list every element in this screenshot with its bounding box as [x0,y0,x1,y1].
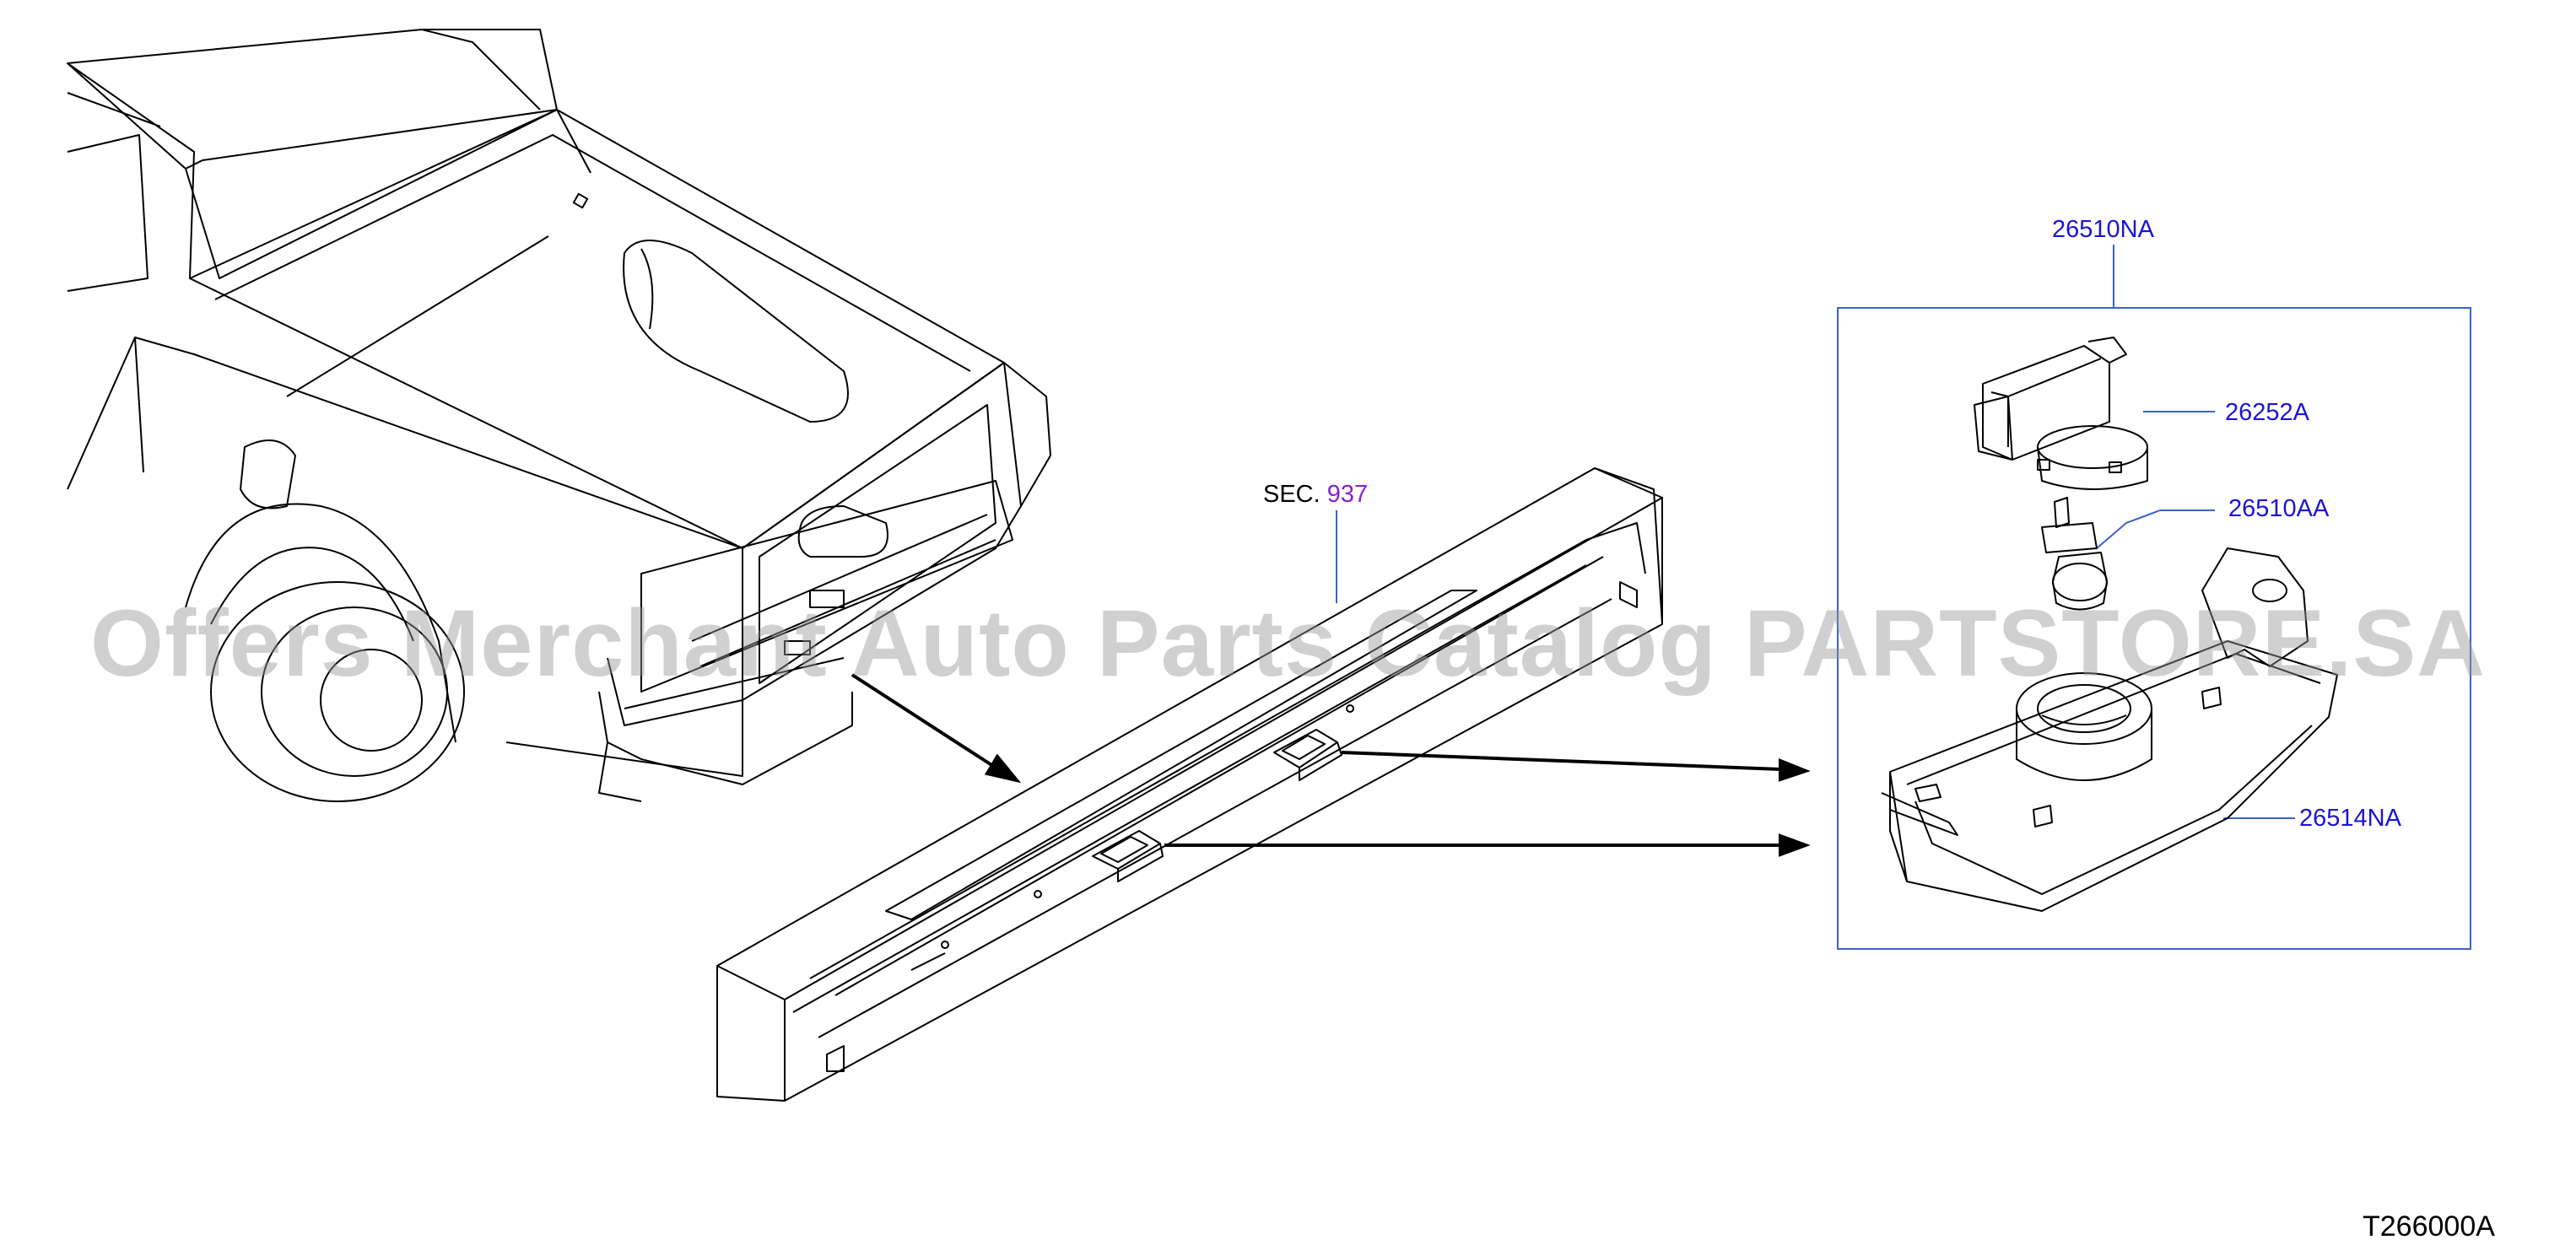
callout-26252A[interactable]: 26252A [2225,399,2309,426]
callout-26514NA[interactable]: 26514NA [2299,805,2401,832]
section-reference: SEC. 937 [1263,482,1368,507]
section-prefix: SEC. [1263,481,1320,508]
drawing-code: T266000A [2363,1210,2495,1243]
truck-illustration [67,29,1051,802]
callout-26510NA[interactable]: 26510NA [2052,216,2154,243]
socket-illustration [1974,337,2148,490]
section-number-link[interactable]: 937 [1326,481,1369,508]
lens-housing-illustration [1881,547,2338,912]
callout-26510AA[interactable]: 26510AA [2228,495,2330,522]
detail-box [1837,245,2471,950]
bumper-bar-illustration [716,467,1663,1102]
pointer-arrows [851,673,1811,857]
bulb-illustration [2041,497,2108,611]
